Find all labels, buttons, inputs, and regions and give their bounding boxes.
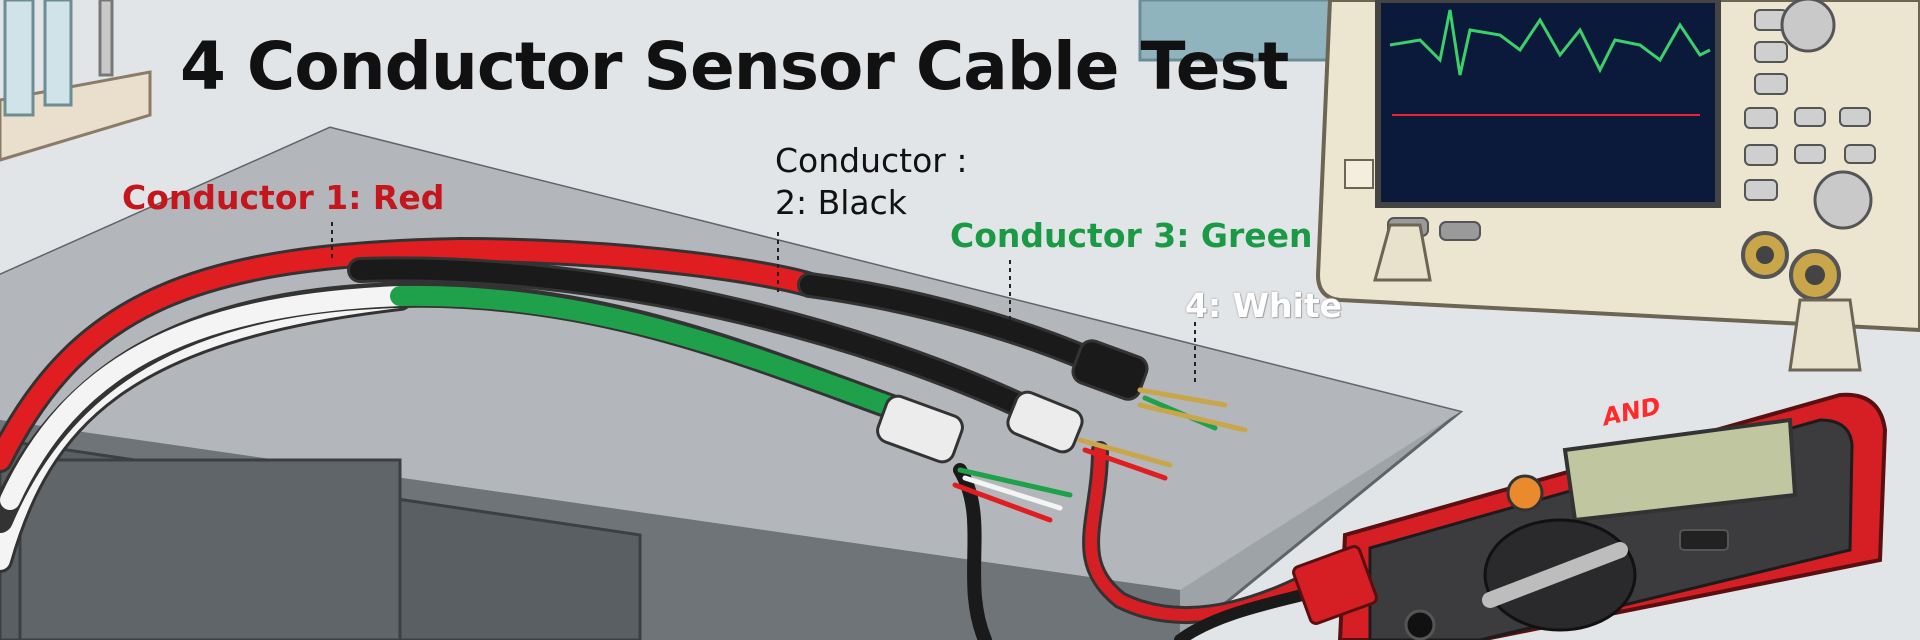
multimeter-icon: [1292, 392, 1888, 640]
cable-ends: [876, 339, 1248, 523]
label-conductor-red: Conductor 1: Red: [122, 178, 445, 217]
oscilloscope-icon: [1315, 0, 1920, 372]
label-conductor-black-line2: 2: Black: [775, 183, 907, 222]
cable-icon: [0, 236, 1339, 640]
label-conductor-black-line1: Conductor :: [775, 141, 968, 180]
label-conductor-black: Conductor : 2: Black: [775, 140, 967, 224]
page-title: 4 Conductor Sensor Cable Test: [180, 28, 1289, 105]
label-pointers: [331, 222, 1196, 385]
label-conductor-white: 4: White: [1185, 286, 1343, 325]
test-tube-rack-icon: [0, 0, 152, 162]
label-conductor-green: Conductor 3: Green: [950, 216, 1313, 255]
